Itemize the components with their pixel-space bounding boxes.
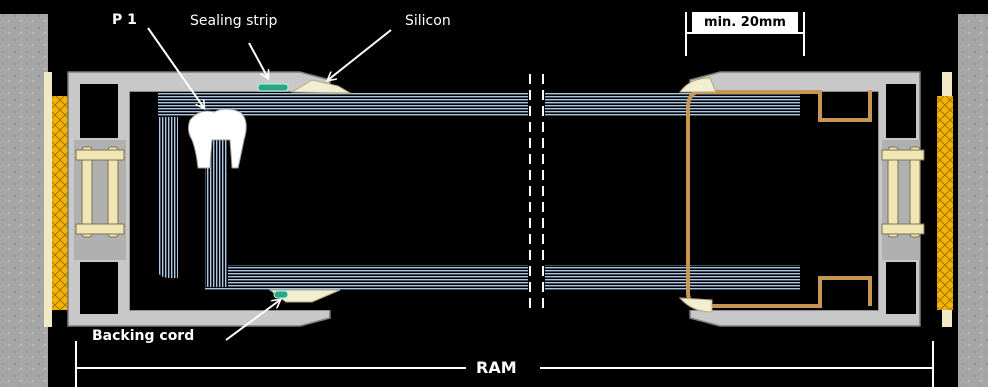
break-lines <box>529 74 544 312</box>
glass-pane-bottom-right <box>545 265 800 290</box>
sealing-strip-shape <box>257 83 289 92</box>
glass-pane-top-right <box>545 93 800 117</box>
backing-cord-label: Backing cord <box>92 328 195 344</box>
left-insulation <box>52 96 68 310</box>
left-wall <box>0 14 48 387</box>
left-thermal-break <box>75 146 125 238</box>
ram-label: RAM <box>476 358 517 377</box>
right-wall <box>958 14 988 387</box>
ram-dimension <box>75 341 934 387</box>
left-wall-edge <box>44 72 52 327</box>
sealing-strip-label: Sealing strip <box>190 13 278 29</box>
glass-pane-top-left <box>158 93 528 278</box>
p1-clip <box>187 108 247 169</box>
backing-cord-shape <box>273 290 289 299</box>
p1-label: P 1 <box>112 12 137 28</box>
right-insulation <box>937 96 953 310</box>
right-thermal-break <box>881 146 925 238</box>
leader-lines <box>147 27 392 341</box>
silicon-label: Silicon <box>405 13 451 29</box>
min-depth-label: min. 20mm <box>692 12 798 34</box>
